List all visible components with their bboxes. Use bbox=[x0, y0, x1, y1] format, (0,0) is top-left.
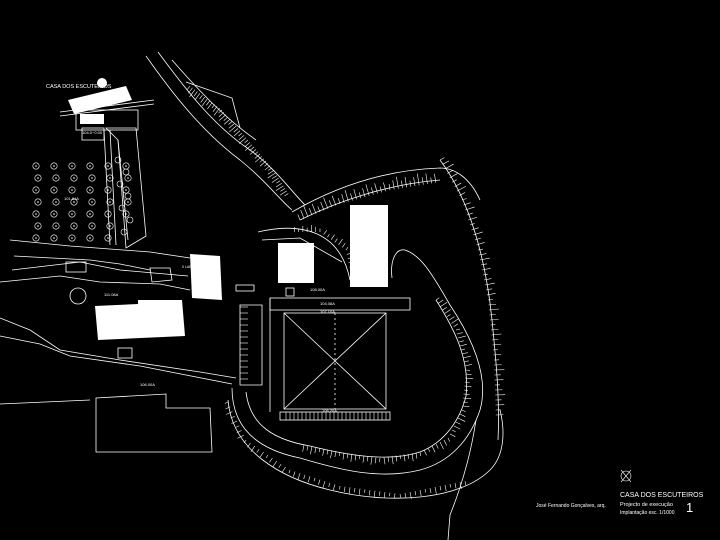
tree-symbol bbox=[104, 162, 112, 170]
tree-symbol bbox=[88, 222, 96, 230]
middle-block bbox=[190, 254, 222, 300]
tree-symbol bbox=[68, 234, 76, 242]
tree-symbol bbox=[70, 198, 78, 206]
label-road: 106.00A bbox=[140, 382, 155, 387]
label-lower-building: 111.08A bbox=[104, 292, 119, 297]
tree-symbol bbox=[122, 186, 130, 194]
tree-symbol bbox=[86, 162, 94, 170]
tree-symbol bbox=[86, 234, 94, 242]
label-square-block: 108.00A bbox=[310, 287, 325, 292]
tree-symbol bbox=[116, 180, 124, 188]
main-buildings bbox=[95, 205, 388, 340]
tree-symbol bbox=[124, 192, 132, 200]
tree-symbol bbox=[106, 198, 114, 206]
tree-symbol bbox=[52, 222, 60, 230]
tree-symbol bbox=[86, 210, 94, 218]
tree-symbol bbox=[50, 162, 58, 170]
label-top-terrace: 104.0~0.00 bbox=[82, 130, 103, 135]
scale-text: Implantação esc. 1/1000 bbox=[620, 510, 675, 516]
slope-hatching-north bbox=[187, 85, 289, 197]
roundabout bbox=[69, 287, 87, 305]
subtitle-text: Projecto de execução bbox=[620, 502, 673, 508]
tree-symbol bbox=[32, 162, 40, 170]
tree-symbol bbox=[68, 210, 76, 218]
tree-symbol bbox=[34, 222, 42, 230]
label-orchard: 101.84A bbox=[64, 196, 79, 201]
tree-symbol bbox=[50, 234, 58, 242]
tree-symbol bbox=[32, 234, 40, 242]
orchard-trees bbox=[32, 156, 134, 242]
top-label: CASA DOS ESCUTEIROS bbox=[46, 84, 112, 90]
tree-symbol bbox=[52, 174, 60, 182]
tree-symbol bbox=[50, 186, 58, 194]
level-labels: CASA DOS ESCUTEIROS 104.0~0.00 101.84A 1… bbox=[46, 84, 337, 413]
tree-symbol bbox=[106, 174, 114, 182]
hall-step-ticks bbox=[240, 306, 387, 420]
tree-symbol bbox=[88, 174, 96, 182]
tree-symbol bbox=[124, 174, 132, 182]
slope-hatching-east bbox=[439, 157, 506, 416]
label-hall-sub: 107.10A bbox=[320, 309, 335, 314]
tree-symbol bbox=[122, 168, 130, 176]
north-arrow-icon bbox=[620, 469, 632, 483]
tree-symbol bbox=[118, 204, 126, 212]
tree-symbol bbox=[106, 222, 114, 230]
sun-symbol bbox=[97, 78, 107, 88]
tree-symbol bbox=[104, 234, 112, 242]
tree-symbol bbox=[50, 210, 58, 218]
tree-symbol bbox=[104, 210, 112, 218]
sheet-number: 1 bbox=[686, 500, 693, 515]
tree-symbol bbox=[70, 222, 78, 230]
label-hall-bottom: 106.20A bbox=[322, 408, 337, 413]
slope-hatching-loop bbox=[224, 297, 474, 499]
label-hall-top: 104.08A bbox=[320, 301, 335, 306]
tree-symbol bbox=[68, 162, 76, 170]
tree-symbol bbox=[88, 198, 96, 206]
square-block bbox=[278, 243, 314, 283]
slope-hatching-central bbox=[293, 173, 437, 281]
lower-long-block bbox=[95, 300, 185, 340]
tree-symbol bbox=[34, 174, 42, 182]
tree-symbol bbox=[104, 186, 112, 194]
tree-symbol bbox=[32, 186, 40, 194]
tree-symbol bbox=[114, 156, 122, 164]
author-text: José Fernando Gonçalves, arq. bbox=[536, 503, 606, 509]
north-road bbox=[145, 51, 306, 211]
tall-block bbox=[350, 205, 388, 287]
loop-road bbox=[227, 159, 504, 540]
title-block: CASA DOS ESCUTEIROS Projecto de execução… bbox=[536, 469, 704, 516]
west-area bbox=[0, 239, 255, 453]
tree-symbol bbox=[86, 186, 94, 194]
tree-symbol bbox=[32, 210, 40, 218]
tree-symbol bbox=[120, 228, 128, 236]
top-building bbox=[68, 86, 132, 114]
top-terrace bbox=[75, 109, 139, 131]
tree-symbol bbox=[34, 198, 42, 206]
hall-area bbox=[239, 287, 411, 421]
tree-symbol bbox=[122, 210, 130, 218]
tree-symbol bbox=[70, 174, 78, 182]
label-small-note: 0 LAB bbox=[182, 265, 192, 269]
tree-symbol bbox=[68, 186, 76, 194]
tree-symbol bbox=[52, 198, 60, 206]
tree-symbol bbox=[126, 216, 134, 224]
title-text: CASA DOS ESCUTEIROS bbox=[620, 492, 704, 499]
